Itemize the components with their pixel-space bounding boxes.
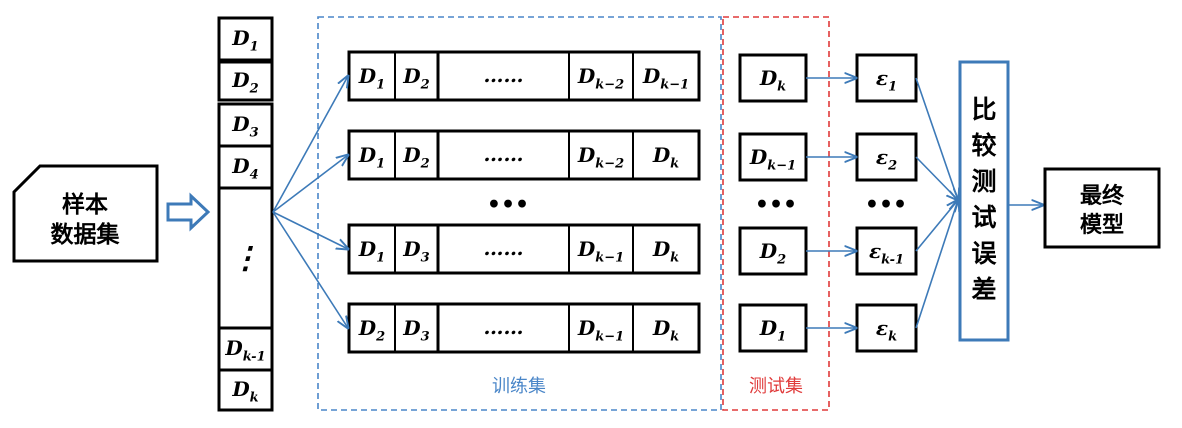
dataset-cell-label: D3	[231, 112, 258, 141]
flow-arrow	[915, 156, 958, 200]
dataset-cell-label: D2	[231, 68, 258, 97]
training-cell-label: D2	[358, 316, 385, 345]
error-label: ε1	[876, 66, 897, 95]
test-fold-box	[738, 53, 808, 103]
test-set-caption: 测试集	[749, 376, 803, 397]
test-fold-label: Dk	[759, 66, 786, 95]
training-cell-ellipsis: ……	[484, 142, 524, 166]
training-cell-label: D3	[402, 316, 429, 345]
compare-label-char: 试	[971, 203, 996, 232]
error-column: ε1 ε2 εk-1 εk	[855, 53, 918, 353]
flow-arrow	[272, 211, 348, 249]
error-box	[855, 226, 918, 276]
hollow-right-arrow-icon	[166, 192, 211, 232]
sample-dataset-node: 样本 数据集	[12, 164, 159, 263]
training-row-box	[347, 302, 701, 354]
training-row-box	[347, 50, 701, 102]
training-cell-label: Dk−2	[577, 143, 624, 172]
dataset-cell-label: Dk-1	[224, 336, 265, 365]
compare-label-char: 测	[971, 167, 996, 196]
training-cell-label: Dk	[652, 143, 679, 172]
dataset-cell	[217, 368, 274, 412]
error-label: εk-1	[869, 239, 904, 268]
training-cell-label: D1	[358, 237, 385, 266]
dataset-cell	[217, 102, 274, 148]
error-row-ellipsis: •••	[865, 192, 907, 218]
compare-label-char: 比	[971, 95, 996, 124]
flow-arrows	[272, 76, 1043, 329]
test-fold-label: Dk−1	[749, 145, 796, 174]
final-model-line2: 模型	[1080, 213, 1124, 238]
flow-arrow	[272, 76, 348, 213]
training-set-region	[317, 16, 722, 411]
training-cell-label: D2	[402, 64, 429, 93]
final-model-node: 最终 模型	[1043, 167, 1161, 249]
training-cell-label: Dk	[652, 316, 679, 345]
test-fold-box	[738, 132, 808, 182]
sample-dataset-line2: 数据集	[51, 221, 121, 248]
training-cell-label: D1	[358, 64, 385, 93]
sample-dataset-line1: 样本	[62, 191, 108, 218]
compare-label-char: 误	[971, 239, 997, 268]
training-cell-label: D1	[358, 143, 385, 172]
flow-arrow	[915, 200, 958, 329]
training-cell-label: Dk−2	[577, 64, 624, 93]
training-cell-ellipsis: ……	[484, 63, 524, 87]
test-set-region	[722, 16, 830, 411]
dataset-cell	[217, 16, 274, 62]
dataset-cell-label: D4	[231, 154, 258, 183]
final-model-line1: 最终	[1080, 183, 1125, 209]
training-set-caption: 训练集	[492, 376, 546, 397]
training-cell-label: Dk−1	[642, 64, 689, 93]
training-cell-label: Dk−1	[577, 237, 624, 266]
error-label: ε2	[876, 145, 897, 174]
flow-arrow	[272, 155, 348, 213]
dataset-cell-label: Dk	[231, 377, 258, 406]
test-fold-label: D1	[759, 316, 786, 345]
training-cell-label: D2	[402, 143, 429, 172]
test-row-ellipsis: •••	[755, 192, 797, 218]
dataset-vertical-ellipsis: ⋮	[231, 241, 261, 276]
flow-arrow	[915, 77, 958, 200]
training-cell-ellipsis: ……	[484, 236, 524, 260]
dataset-cell	[217, 326, 274, 372]
training-row-box	[347, 223, 701, 275]
compare-label-char: 较	[971, 131, 996, 160]
dataset-cell	[217, 60, 274, 102]
training-cell-label: Dk−1	[577, 316, 624, 345]
training-row-box	[347, 129, 701, 181]
training-cell-label: D3	[402, 237, 429, 266]
flow-arrow	[915, 200, 958, 252]
training-cell-ellipsis: ……	[484, 315, 524, 339]
test-fold-box	[738, 303, 808, 353]
training-row-ellipsis: •••	[487, 192, 529, 218]
compare-label-char: 差	[971, 275, 996, 304]
training-cell-label: Dk	[652, 237, 679, 266]
flow-arrow	[272, 211, 348, 328]
dataset-cell-label: D1	[231, 26, 258, 55]
test-fold-label: D2	[759, 239, 786, 268]
error-label: εk	[876, 316, 897, 345]
